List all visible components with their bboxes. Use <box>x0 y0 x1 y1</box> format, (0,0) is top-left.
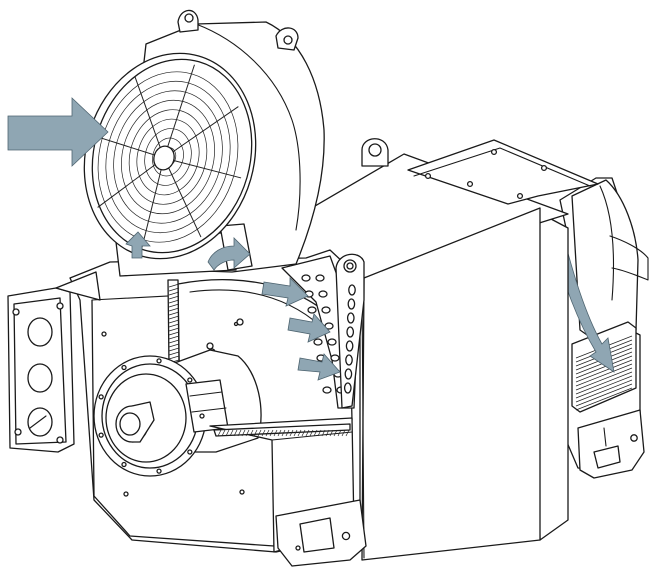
rear-mounting-foot <box>577 409 645 479</box>
front-mounting-foot <box>275 499 367 567</box>
lifting-eye-top <box>361 138 389 167</box>
airflow-in-fan-arrow <box>7 97 109 167</box>
fan-guard-mesh <box>83 52 257 260</box>
airflow-fan-outlet-arrows <box>125 231 251 271</box>
terminal-box-left <box>7 271 101 453</box>
lifting-lug-front <box>335 253 365 409</box>
terminal-box-lid <box>407 139 599 205</box>
airflow-shield-arrows <box>261 277 341 381</box>
